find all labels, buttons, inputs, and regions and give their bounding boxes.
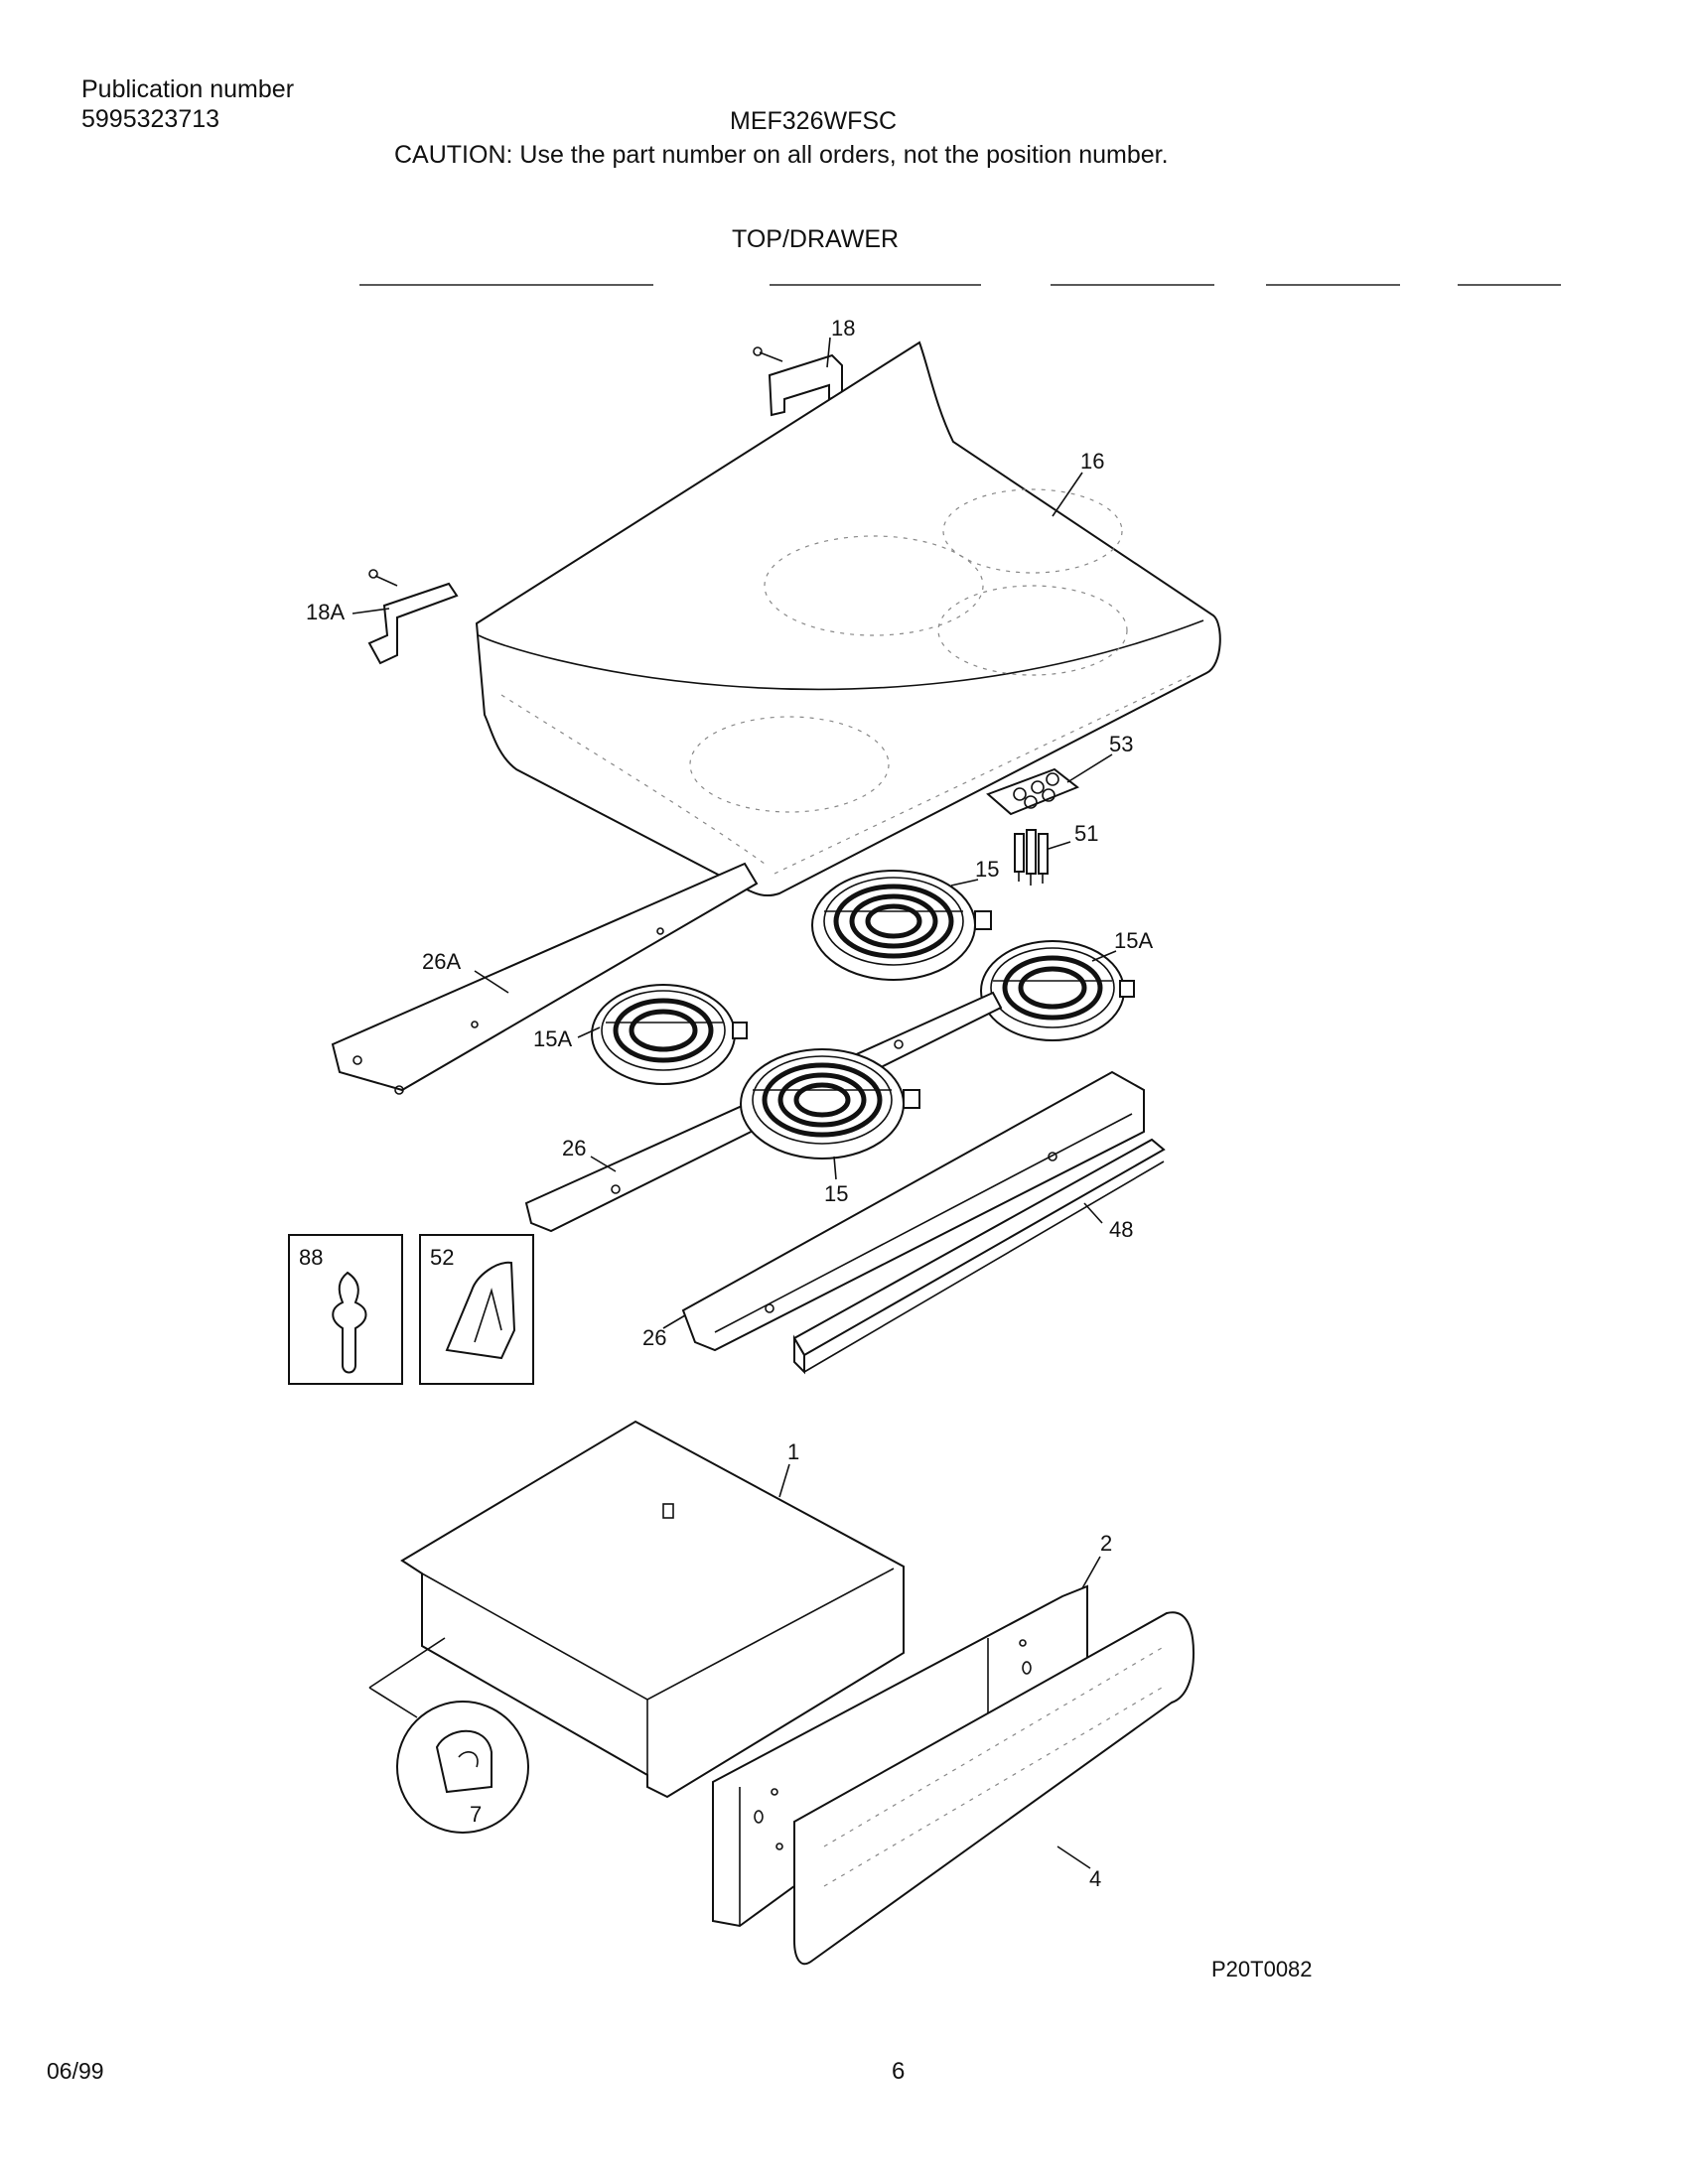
callout-16: 16 bbox=[1080, 449, 1104, 474]
callout-53: 53 bbox=[1109, 732, 1133, 756]
part-53-terminal-block bbox=[986, 767, 1079, 816]
callout-labels: 18 16 18A 53 51 15 15A 26A 15A 26 15 48 … bbox=[306, 316, 1153, 1891]
callout-48: 48 bbox=[1109, 1217, 1133, 1242]
part-18A-bracket bbox=[367, 569, 459, 665]
callout-26-lower: 26 bbox=[642, 1325, 666, 1350]
callout-1: 1 bbox=[787, 1439, 799, 1464]
publication-label: Publication number bbox=[81, 75, 295, 103]
callout-51: 51 bbox=[1074, 821, 1098, 846]
callout-7: 7 bbox=[470, 1802, 482, 1827]
model-number: MEF326WFSC bbox=[730, 107, 898, 135]
part-15A-element-right bbox=[980, 940, 1135, 1041]
caution-note: CAUTION: Use the part number on all orde… bbox=[394, 141, 1169, 169]
inset-box-52: 52 bbox=[419, 1234, 534, 1385]
leader-lines bbox=[352, 337, 1117, 1869]
publication-date: 06/99 bbox=[47, 2058, 104, 2084]
part-26-lower-rail bbox=[681, 1070, 1145, 1352]
page-number: 6 bbox=[892, 2058, 906, 2085]
callout-15-bottom: 15 bbox=[824, 1181, 848, 1206]
callout-26-upper: 26 bbox=[562, 1136, 586, 1160]
box-88-label: 88 bbox=[299, 1245, 323, 1270]
part-15-element-bottom bbox=[740, 1048, 920, 1160]
part-1-drawer-body bbox=[368, 1420, 905, 1799]
callout-26A: 26A bbox=[422, 949, 461, 974]
publication-number: 5995323713 bbox=[81, 105, 220, 133]
part-4-drawer-front bbox=[793, 1611, 1196, 1966]
part-26A-rail bbox=[331, 862, 759, 1095]
part-16-cooktop bbox=[475, 341, 1221, 897]
box-52-label: 52 bbox=[430, 1245, 454, 1270]
part-18-bracket bbox=[753, 346, 843, 417]
callout-15-top: 15 bbox=[975, 857, 999, 882]
part-15-element-top bbox=[811, 870, 992, 981]
callout-15A-right: 15A bbox=[1114, 928, 1153, 953]
diagram-code: P20T0082 bbox=[1211, 1957, 1313, 1981]
section-title: TOP/DRAWER bbox=[732, 225, 900, 253]
part-48-strip bbox=[792, 1138, 1166, 1375]
part-51-connectors bbox=[1014, 829, 1049, 886]
inset-box-88: 88 bbox=[288, 1234, 403, 1385]
callout-18A: 18A bbox=[306, 600, 345, 624]
callout-2: 2 bbox=[1100, 1531, 1112, 1556]
callout-4: 4 bbox=[1089, 1866, 1101, 1891]
part-7-detail bbox=[396, 1701, 529, 1834]
callout-18: 18 bbox=[831, 316, 855, 341]
part-15A-element-left bbox=[591, 984, 748, 1085]
callout-15A-left: 15A bbox=[533, 1026, 572, 1051]
